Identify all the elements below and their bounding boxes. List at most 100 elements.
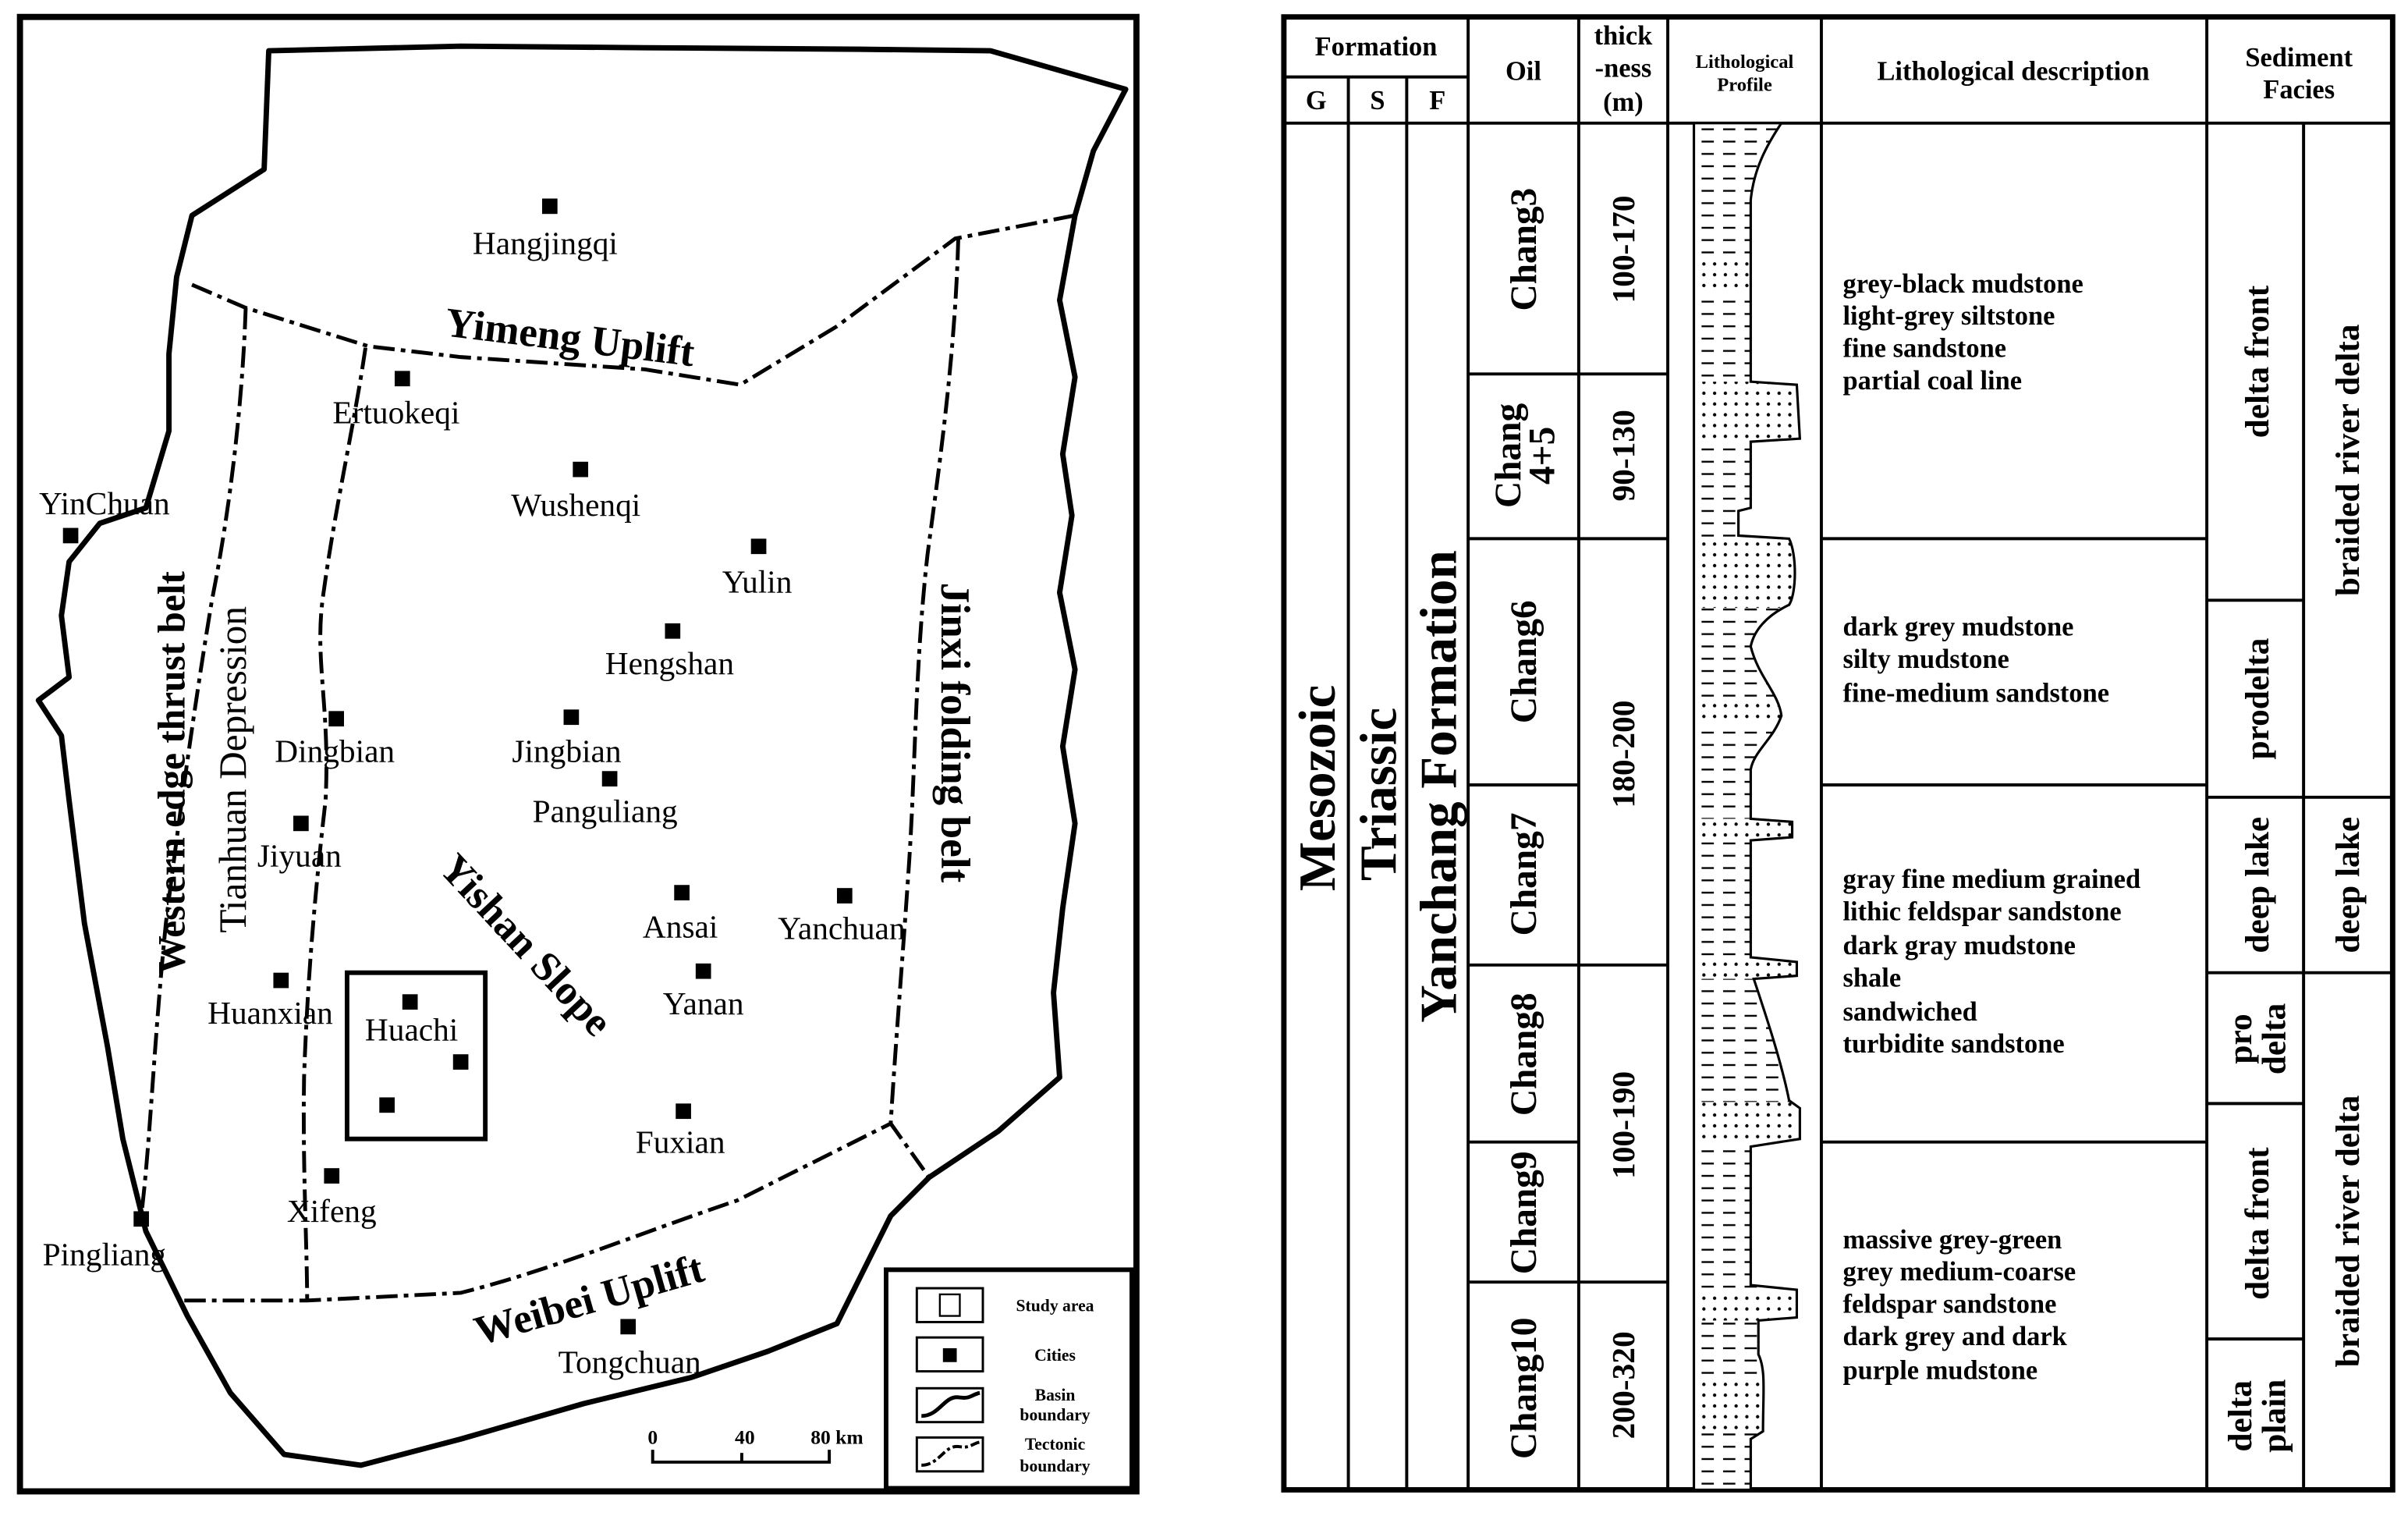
facies-label: delta <box>2222 1380 2259 1452</box>
city-marker <box>328 711 344 727</box>
city-marker <box>836 888 853 904</box>
city-marker <box>674 885 690 900</box>
oil-layer: Chang8 <box>1504 992 1544 1116</box>
thickness-value: 100-170 <box>1605 196 1641 304</box>
legend-tectonic-boundary-label: boundary <box>1020 1457 1090 1475</box>
legend-basin-boundary-label: boundary <box>1020 1406 1090 1425</box>
formation-label: Yanchang Formation <box>1410 550 1467 1022</box>
facies-label: deep lake <box>2239 817 2276 953</box>
basin-map: Yimeng Uplift Weibei Uplift Yishan Slope… <box>16 13 1140 1495</box>
facies-inner: delta front prodelta deep lake pro delta… <box>2222 285 2293 1453</box>
city-label: Pingliang <box>43 1236 166 1272</box>
description-line: dark grey and dark <box>1843 1322 2068 1351</box>
description-line: massive grey-green <box>1843 1225 2062 1255</box>
city-label: Yanchuan <box>778 910 906 946</box>
oil-layer: Chang10 <box>1504 1318 1544 1459</box>
description-line: turbidite sandstone <box>1843 1029 2065 1059</box>
header-s: S <box>1370 86 1385 115</box>
city-marker <box>394 371 410 387</box>
facies-label: braided river delta <box>2329 1095 2367 1367</box>
facies-label: braided river delta <box>2329 324 2367 596</box>
city-marker <box>573 461 589 478</box>
legend: Study area Cities Basin boundary Tectoni… <box>884 1267 1134 1491</box>
city-label: Xifeng <box>287 1193 377 1229</box>
header-facies: Facies <box>2263 75 2335 105</box>
scale-bar: 0 40 80 km <box>647 1425 864 1464</box>
legend-study-area-symbol <box>915 1287 984 1323</box>
oil-layer: 4+5 <box>1522 427 1562 485</box>
facies-label: plain <box>2256 1379 2293 1453</box>
description-line: light-grey siltstone <box>1843 301 2055 331</box>
city-label: Fuxian <box>636 1124 725 1159</box>
city-marker <box>452 1054 469 1070</box>
oil-layer: Chang6 <box>1504 600 1544 723</box>
header-profile: Lithological <box>1696 51 1794 73</box>
legend-cities-label: Cities <box>1034 1346 1076 1365</box>
header-profile: Profile <box>1717 74 1772 95</box>
description-line: silty mudstone <box>1843 644 2009 674</box>
description-line: grey-black mudstone <box>1843 269 2084 299</box>
oil-layer: Chang9 <box>1504 1151 1544 1274</box>
city-marker <box>695 963 711 979</box>
scale-tick-label: 0 <box>647 1425 658 1448</box>
legend-tectonic-boundary-symbol <box>915 1436 984 1473</box>
city-label: Yulin <box>722 563 793 599</box>
stratigraphic-column: Formation G S F Oil thick -ness (m) Lith… <box>1281 14 2396 1493</box>
city-label: Hangjingqi <box>473 225 618 261</box>
thickness-value: 100-190 <box>1605 1071 1641 1179</box>
tianhuan-depression-boundary <box>301 347 367 1301</box>
city-label: Huachi <box>365 1011 458 1047</box>
city-marker <box>563 709 580 726</box>
study-area-box <box>344 970 488 1141</box>
city-label: Yanan <box>663 985 744 1021</box>
system-label: Triassic <box>1350 708 1408 881</box>
basin-boundary <box>35 43 1129 1468</box>
header-thickness: (m) <box>1603 87 1644 117</box>
city-marker <box>402 994 418 1010</box>
header-description: Lithological description <box>1877 57 2149 87</box>
city-label: Dingbian <box>275 733 395 769</box>
column-grid <box>1283 16 2393 1490</box>
city-marker <box>601 771 618 786</box>
city-marker <box>62 527 79 544</box>
header-oil: Oil <box>1505 57 1541 87</box>
legend-basin-boundary-label: Basin <box>1035 1386 1076 1404</box>
facies-outer: braided river delta deep lake braided ri… <box>2329 324 2367 1367</box>
jinxi-folding-belt-boundary <box>888 238 960 1179</box>
description-line: feldspar sandstone <box>1843 1290 2057 1319</box>
facies-label: deep lake <box>2329 817 2367 953</box>
thickness-value: 200-320 <box>1605 1331 1641 1439</box>
facies-label: delta <box>2256 1003 2293 1074</box>
city-marker <box>293 815 309 832</box>
facies-label: delta front <box>2239 285 2276 438</box>
scale-tick-label: 40 <box>735 1425 755 1448</box>
yimeng-uplift-boundary <box>191 213 1076 387</box>
city-label: Ansai <box>643 908 718 944</box>
facies-label: prodelta <box>2239 637 2276 759</box>
header-formation: Formation <box>1315 32 1438 62</box>
oil-layer: Chang3 <box>1504 188 1544 311</box>
legend-tectonic-boundary-label: Tectonic <box>1025 1435 1086 1454</box>
description-line: dark gray mudstone <box>1843 931 2076 960</box>
thickness-value: 90-130 <box>1605 410 1641 501</box>
description-line: dark grey mudstone <box>1843 612 2074 642</box>
facies-label: delta front <box>2239 1147 2276 1300</box>
city-label: Wushenqi <box>511 487 640 523</box>
city-label: Huanxian <box>207 995 333 1031</box>
city-marker <box>541 198 558 215</box>
header-thickness: -ness <box>1595 54 1652 83</box>
weibei-uplift-boundary <box>184 1121 892 1303</box>
era-label: Mesozoic <box>1289 685 1346 891</box>
region-western-edge-thrust-belt: Western edge thrust belt <box>150 571 193 975</box>
description-line: fine sandstone <box>1843 334 2007 364</box>
city-marker <box>379 1097 395 1113</box>
legend-city-symbol <box>915 1336 984 1373</box>
facies-label: pro <box>2222 1014 2259 1063</box>
city-label: YinChuan <box>39 485 170 521</box>
city-marker <box>676 1103 691 1120</box>
thickness-value: 180-200 <box>1605 701 1641 808</box>
region-jinxi-folding-belt: Jinxi folding belt <box>932 583 978 883</box>
region-tianhuan-depression: Tianhuan Depression <box>211 606 254 933</box>
description-line: shale <box>1843 963 1902 992</box>
